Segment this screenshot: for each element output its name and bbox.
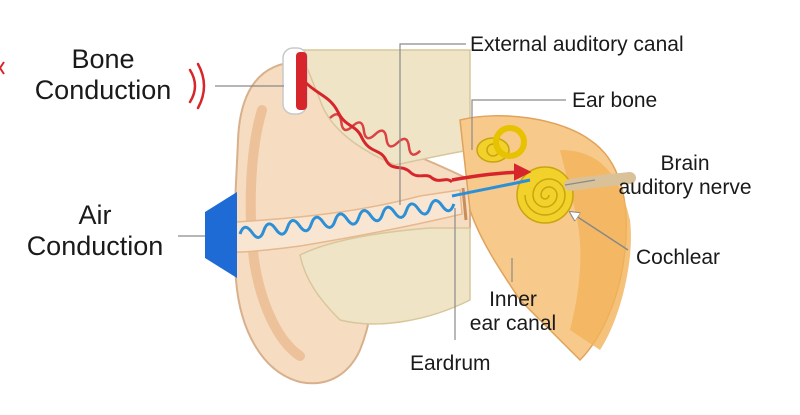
brain-label-line-1: Brain (660, 152, 710, 175)
bone-conduction-arrow (451, 163, 532, 182)
brain-label-line-2: auditory nerve (618, 176, 752, 200)
cochlear-label: Cochlear (636, 246, 721, 269)
air-conduction-wave (238, 199, 456, 239)
left-edge-mark (0, 61, 5, 75)
ear-bone-label: Ear bone (572, 89, 658, 112)
inner-ear (560, 150, 631, 350)
lower-bone (299, 227, 471, 325)
vibration-arcs-icon (188, 62, 206, 110)
inner-ear-canal-line-2: ear canal (469, 312, 557, 336)
bone-transducer-icon (282, 47, 308, 115)
inner-ear-canal-line-1: Inner (489, 288, 537, 311)
air-conduction-line-2: Conduction (26, 231, 164, 262)
bone-conduction-line-1: Bone (71, 44, 135, 74)
inner-ear-canal-label: Inner ear canal (452, 288, 574, 336)
pinna-fold (245, 105, 305, 361)
bone-conduction-label: Bone Conduction (18, 44, 188, 106)
cochlear-arrow (570, 212, 629, 251)
air-conduction-line-1: Air (78, 200, 112, 230)
external-auditory-canal-label: External auditory canal (470, 33, 684, 56)
semicircular-canal (493, 125, 527, 159)
bone-conduction-squiggle (329, 113, 422, 156)
brain-auditory-nerve-label: Brain auditory nerve (600, 152, 770, 200)
ear-bone-ossicle (476, 137, 510, 163)
air-speaker-icon (205, 192, 237, 278)
pointer-lines (178, 43, 596, 340)
air-conduction-line (451, 178, 531, 198)
skull-bone (298, 49, 471, 166)
bone-conduction-wave (303, 80, 454, 184)
air-conduction-label: Air Conduction (10, 200, 180, 262)
eardrum-label: Eardrum (410, 352, 491, 375)
cochlea (516, 166, 574, 224)
auditory-nerve (564, 172, 636, 191)
bone-conduction-line-2: Conduction (34, 75, 172, 106)
